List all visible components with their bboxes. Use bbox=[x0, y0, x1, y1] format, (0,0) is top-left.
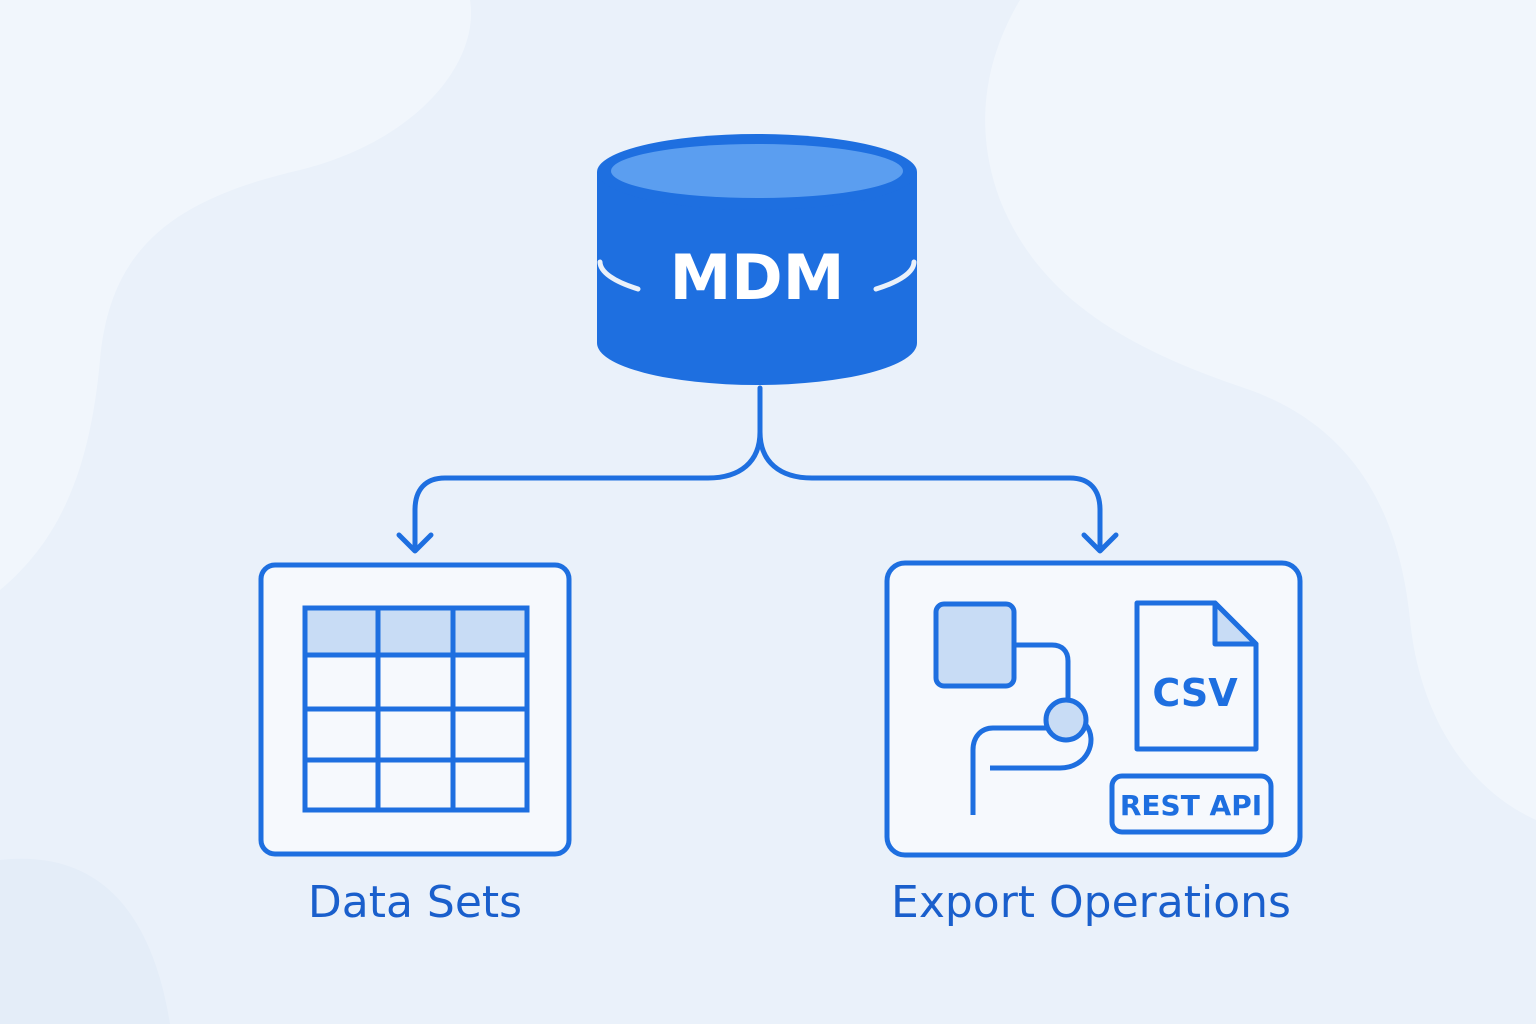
data-sets-card bbox=[258, 562, 572, 857]
database-label: MDM bbox=[670, 241, 845, 314]
rest-api-label: REST API bbox=[1120, 789, 1262, 822]
csv-label: CSV bbox=[1152, 671, 1238, 715]
connector-to-export-operations bbox=[757, 429, 1103, 548]
csv-file-icon: CSV bbox=[1134, 600, 1259, 752]
table-icon bbox=[302, 605, 530, 813]
arrowhead-export-operations bbox=[1081, 532, 1119, 554]
export-operations-label: Export Operations bbox=[891, 877, 1291, 928]
database-icon: MDM bbox=[597, 134, 917, 385]
arrowhead-data-sets bbox=[396, 532, 434, 554]
connectors bbox=[396, 385, 1119, 554]
workflow-icon bbox=[933, 601, 1094, 815]
rest-api-badge: REST API bbox=[1109, 773, 1274, 835]
connector-to-data-sets bbox=[412, 385, 763, 548]
data-sets-label: Data Sets bbox=[308, 877, 522, 928]
export-operations-card: CSV REST API bbox=[884, 560, 1303, 858]
